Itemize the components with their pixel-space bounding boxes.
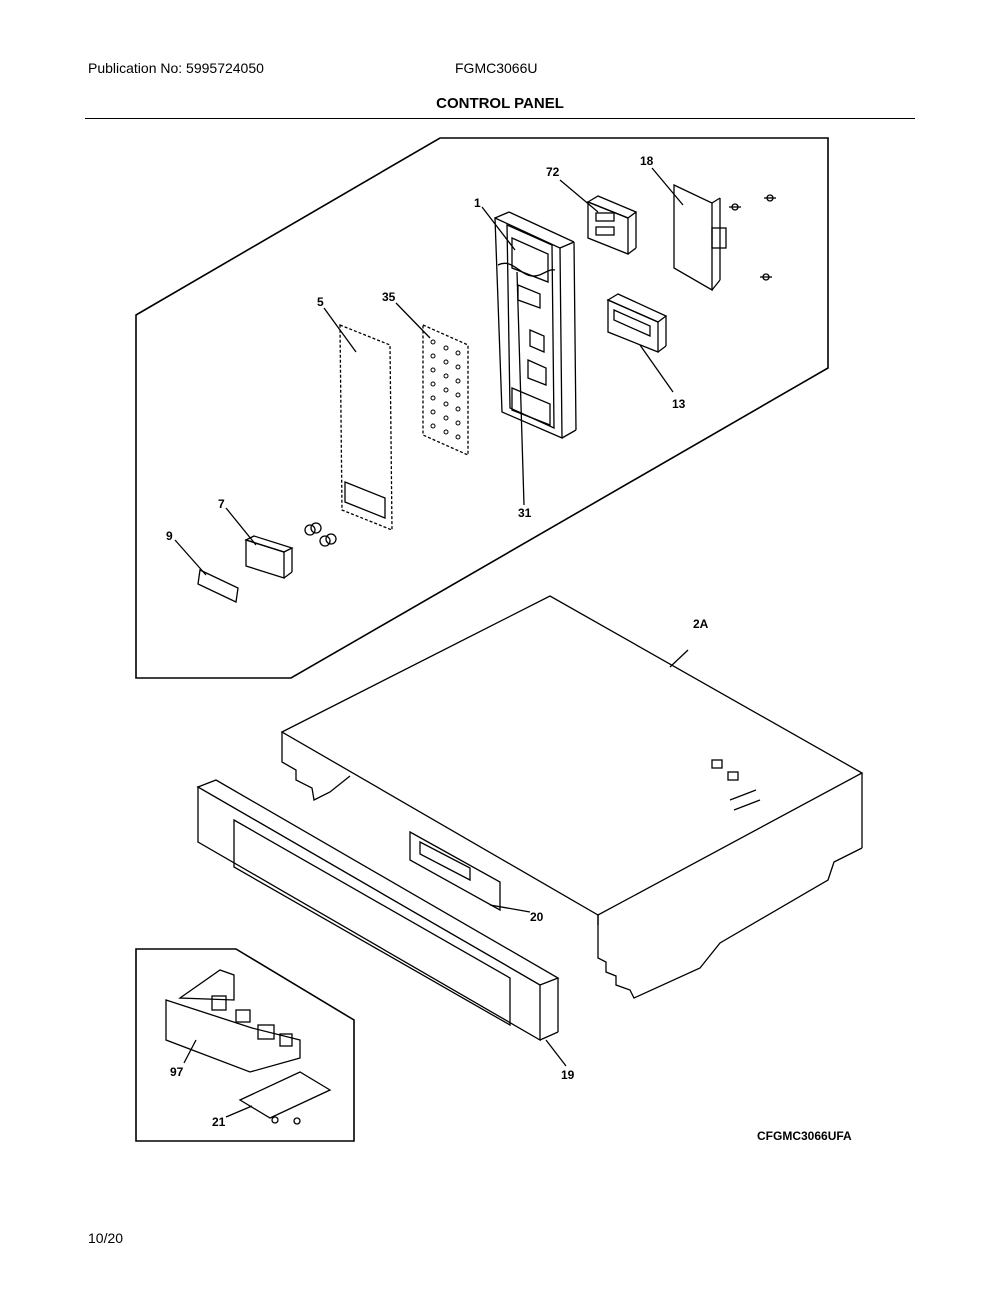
part-97-control-board <box>165 969 301 1073</box>
leader-21 <box>225 1105 253 1118</box>
part-18-bracket <box>673 183 776 292</box>
upper-inset-frame <box>135 137 829 679</box>
leader-35 <box>395 302 431 339</box>
part-7-switch <box>244 522 337 579</box>
callout-18: 18 <box>640 154 654 168</box>
lower-inset-frame <box>135 948 355 1142</box>
part-20-board-bracket <box>409 830 501 912</box>
leader-72 <box>559 179 599 213</box>
part-21-mounting-plate <box>238 1071 332 1125</box>
callout-97: 97 <box>170 1065 184 1079</box>
part-35-keypad <box>422 323 469 457</box>
callout-21: 21 <box>212 1115 226 1129</box>
leader-13 <box>639 344 674 393</box>
callout-7: 7 <box>218 497 225 511</box>
model-number: FGMC3066U <box>455 60 538 76</box>
header-rule <box>85 118 915 119</box>
part-5-window <box>344 481 386 519</box>
part-1-control-bezel <box>494 211 577 439</box>
callout-19: 19 <box>561 1068 575 1082</box>
callout-35: 35 <box>382 290 396 304</box>
leader-5 <box>323 307 357 353</box>
callout-2a: 2A <box>693 617 709 631</box>
publication-number: Publication No: 5995724050 <box>88 60 264 76</box>
callout-20: 20 <box>530 910 544 924</box>
part-2a-housing <box>280 595 864 999</box>
part-31-wire <box>497 262 556 277</box>
leader-97 <box>183 1039 197 1064</box>
callout-9: 9 <box>166 529 173 543</box>
part-13-connector <box>606 293 668 353</box>
callout-31: 31 <box>518 506 532 520</box>
leader-9 <box>174 539 207 576</box>
section-title: CONTROL PANEL <box>436 95 564 112</box>
callout-5: 5 <box>317 295 324 309</box>
callout-1: 1 <box>474 196 481 210</box>
leader-18 <box>651 167 684 206</box>
leader-20 <box>489 904 531 913</box>
leader-1 <box>481 206 516 251</box>
leader-31 <box>516 271 525 506</box>
leader-19 <box>545 1039 567 1067</box>
drawing-id: CFGMC3066UFA <box>757 1129 852 1143</box>
part-5-overlay <box>339 324 393 531</box>
callout-72: 72 <box>546 165 560 179</box>
leader-7 <box>225 507 257 546</box>
part-19-front-glass <box>196 779 560 1042</box>
callout-13: 13 <box>672 397 686 411</box>
part-9-label <box>197 569 239 603</box>
page-number: 10/20 <box>88 1230 124 1246</box>
part-72-module <box>586 195 638 255</box>
